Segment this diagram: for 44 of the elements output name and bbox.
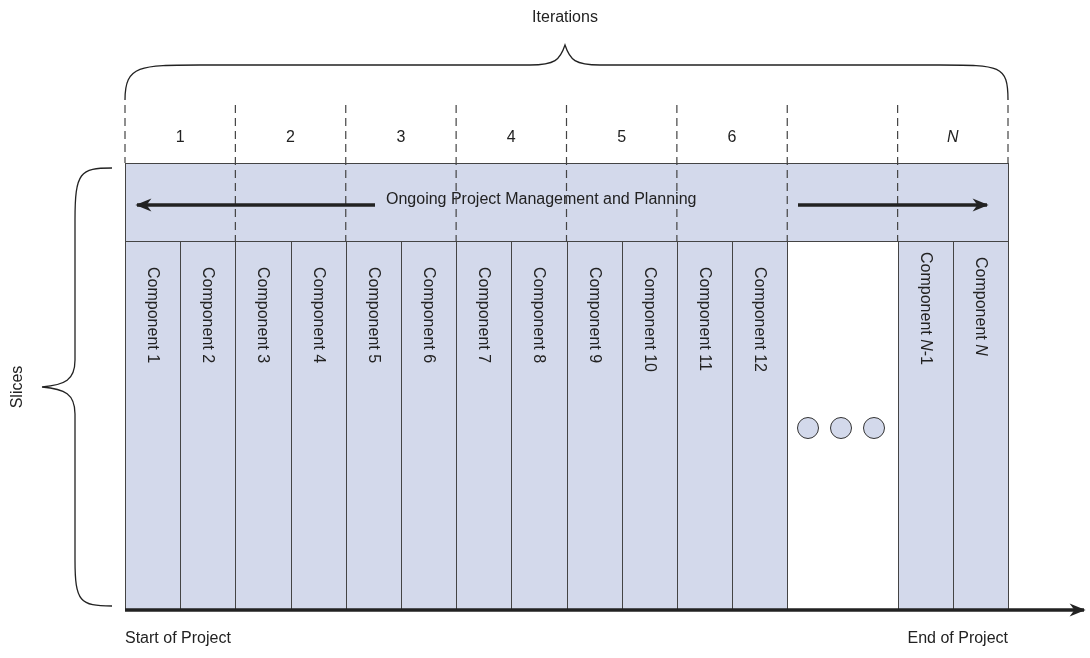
ellipsis-dot — [830, 417, 852, 439]
component-slice — [566, 241, 623, 610]
component-label: Component 11 — [695, 267, 714, 371]
ellipsis-dot — [863, 417, 885, 439]
component-slice — [400, 241, 458, 610]
component-label: Component N-1 — [916, 252, 935, 365]
component-slice — [676, 241, 734, 610]
component-label: Component 9 — [585, 267, 604, 364]
component-label: Component 1 — [144, 267, 163, 364]
component-label: Component 10 — [640, 267, 659, 372]
component-label: Component 8 — [530, 267, 549, 364]
component-slice — [897, 241, 954, 610]
iteration-number: 4 — [506, 128, 516, 146]
component-slice — [180, 241, 237, 610]
component-label: Component 12 — [751, 267, 770, 372]
iteration-number: 2 — [286, 128, 295, 146]
iteration-number: 6 — [727, 128, 737, 146]
component-slice — [621, 241, 678, 610]
iteration-number: N — [947, 128, 959, 146]
ellipsis-dot — [797, 417, 819, 439]
component-label: Component 3 — [254, 267, 273, 364]
component-label: Component 4 — [309, 267, 328, 364]
component-label: Component 7 — [475, 267, 494, 364]
iteration-number: 5 — [617, 128, 627, 146]
end-label: End of Project — [907, 629, 1008, 647]
component-slice — [511, 241, 568, 610]
component-label: Component N — [971, 257, 990, 356]
iteration-number: 3 — [396, 128, 406, 146]
component-slice — [732, 241, 789, 610]
component-label: Component 6 — [420, 267, 439, 364]
management-band — [125, 163, 1009, 242]
component-label: Component 5 — [364, 267, 383, 364]
component-slice — [235, 241, 292, 610]
start-label: Start of Project — [125, 629, 231, 647]
band-label: Ongoing Project Management and Planning — [386, 190, 697, 208]
component-slice — [952, 241, 1009, 610]
component-slice — [125, 241, 182, 610]
slices-label: Slices — [8, 365, 26, 409]
component-slice — [290, 241, 347, 610]
iteration-number: 1 — [175, 128, 185, 146]
iterations-label: Iterations — [532, 8, 598, 26]
component-slice — [456, 241, 513, 610]
component-label: Component 2 — [199, 267, 218, 364]
component-slice — [345, 241, 402, 610]
